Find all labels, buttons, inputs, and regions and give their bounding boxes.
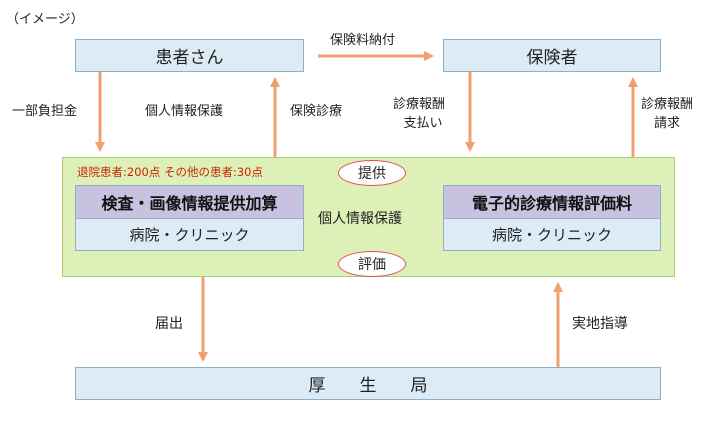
bureau-box: 厚 生 局 (75, 367, 661, 400)
bureau-label: 厚 生 局 (308, 376, 428, 396)
premium-label: 保険料納付 (330, 33, 396, 48)
image-note: （イメージ） (6, 12, 84, 27)
privacy-top-label: 個人情報保護 (145, 104, 224, 119)
insurer-box: 保険者 (443, 39, 661, 72)
payment-label: 診療報酬 支払い (393, 97, 446, 131)
medical-institution-panel: 退院患者:200点 その他の患者:30点 検査・画像情報提供加算 病院・クリニッ… (62, 157, 675, 277)
patient-label: 患者さん (155, 48, 224, 68)
points-note: 退院患者:200点 その他の患者:30点 (77, 165, 263, 179)
patient-box: 患者さん (75, 39, 304, 72)
provide-oval: 提供 (338, 160, 406, 186)
evaluate-oval: 評価 (338, 251, 406, 277)
insurer-label: 保険者 (526, 48, 578, 68)
left-box-sub: 病院・クリニック (129, 225, 250, 244)
left-box: 検査・画像情報提供加算 病院・クリニック (75, 185, 304, 251)
inspection-label: 実地指導 (572, 316, 628, 332)
right-box-title: 電子的診療情報評価料 (444, 186, 660, 219)
notify-label: 届出 (155, 316, 183, 332)
right-box: 電子的診療情報評価料 病院・クリニック (443, 185, 661, 251)
care-label: 保険診療 (290, 104, 343, 119)
left-box-title: 検査・画像情報提供加算 (76, 186, 303, 219)
right-box-sub: 病院・クリニック (491, 225, 612, 244)
copay-label: 一部負担金 (12, 104, 78, 119)
claim-label: 診療報酬 請求 (641, 97, 694, 131)
privacy-mid-label: 個人情報保護 (318, 211, 402, 227)
